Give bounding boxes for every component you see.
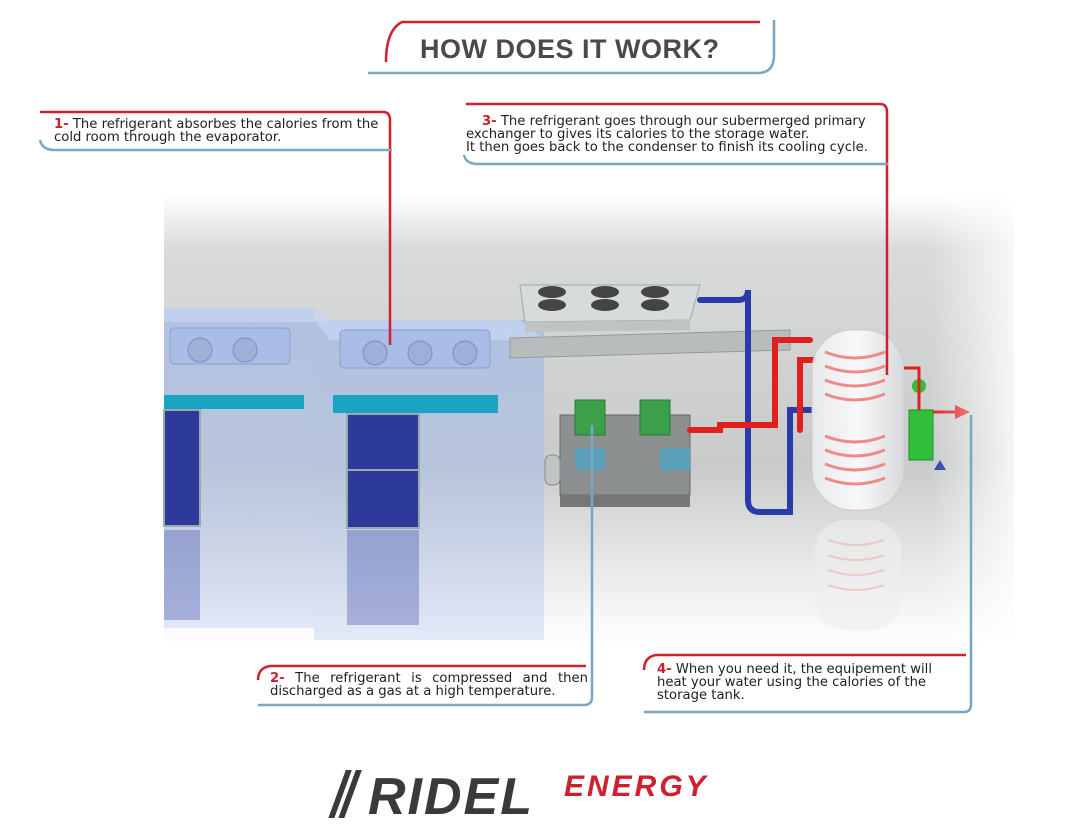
step-2-text: The refrigerant is compressed and then d…	[270, 671, 588, 699]
logo-word-energy: ENERGY	[564, 770, 709, 803]
step2-frame	[256, 425, 594, 707]
step4-frame	[642, 415, 973, 714]
step-3-text: The refrigerant goes through our suberme…	[466, 114, 866, 142]
step-3-text-line2: It then goes back to the condenser to fi…	[466, 140, 868, 155]
ridel-energy-logo: RIDEL ENERGY	[328, 768, 709, 820]
step-4-text: When you need it, the equipement will he…	[657, 662, 932, 703]
step-1-text: The refrigerant absorbes the calories fr…	[54, 117, 379, 145]
step-4-number: 4-	[657, 662, 672, 677]
step-2-caption: 2- The refrigerant is compressed and the…	[270, 672, 588, 698]
step-3-number: 3-	[482, 114, 497, 129]
step-1-caption: 1- The refrigerant absorbes the calories…	[54, 118, 389, 144]
step1-frame	[38, 110, 392, 345]
logo-word-ridel: RIDEL	[368, 768, 534, 820]
title-frame	[368, 20, 776, 75]
step-2-number: 2-	[270, 671, 285, 686]
page-title: HOW DOES IT WORK?	[420, 34, 720, 64]
step-3-caption: 3- The refrigerant goes through our sube…	[466, 115, 886, 154]
step-4-caption: 4- When you need it, the equipement will…	[657, 663, 962, 702]
step3-frame	[462, 102, 889, 375]
step-1-number: 1-	[54, 117, 69, 132]
